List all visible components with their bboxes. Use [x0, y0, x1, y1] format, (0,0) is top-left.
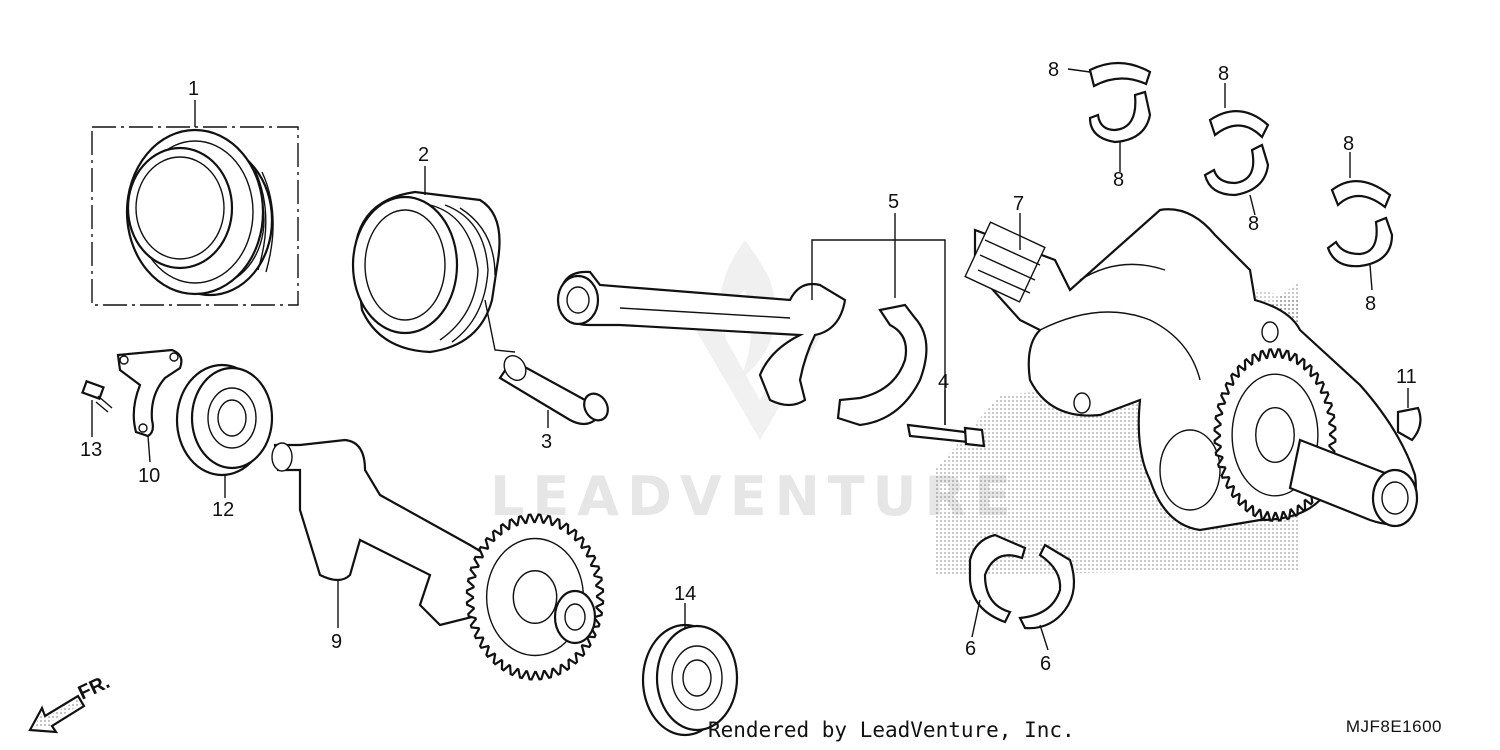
- connecting-rod-bolt[interactable]: [906, 423, 986, 448]
- callout-10: 10: [138, 465, 160, 487]
- callout-6b: 6: [1040, 653, 1051, 675]
- watermark-text: LEADVENTURE: [490, 465, 1019, 528]
- callout-8d: 8: [1248, 213, 1259, 235]
- crankshaft-spline: [964, 221, 1046, 303]
- main-bearing-pair-2[interactable]: [1203, 110, 1270, 197]
- callout-4: 4: [938, 371, 949, 393]
- bearing-set-plate[interactable]: [116, 348, 183, 438]
- main-bearing-pair-3[interactable]: [1326, 180, 1394, 268]
- callout-8f: 8: [1365, 293, 1376, 315]
- callout-numbers: 1 2 3 4 5 6 6 7 8 8 8 8 8 8 9 10 11 12 1…: [80, 59, 1417, 675]
- balancer-shaft[interactable]: [271, 438, 605, 681]
- callout-8a: 8: [1048, 59, 1059, 81]
- piston[interactable]: [351, 190, 501, 354]
- piston-ring-set[interactable]: [91, 100, 299, 306]
- callout-12: 12: [212, 499, 234, 521]
- leader-lines: [91, 68, 1409, 651]
- credit-text: Rendered by LeadVenture, Inc.: [708, 718, 1075, 742]
- callout-11: 11: [1396, 366, 1417, 388]
- callout-5: 5: [888, 191, 899, 213]
- woodruff-key[interactable]: [1396, 406, 1422, 442]
- radial-ball-bearing-14[interactable]: [641, 623, 739, 737]
- balancer-gear: [465, 513, 605, 681]
- radial-ball-bearing-12[interactable]: [175, 363, 274, 477]
- callout-7: 7: [1013, 193, 1024, 215]
- crankshaft[interactable]: [964, 208, 1419, 532]
- callout-8c: 8: [1218, 63, 1229, 85]
- callout-8e: 8: [1343, 133, 1354, 155]
- callout-13: 13: [80, 439, 102, 461]
- connecting-rod[interactable]: [556, 270, 847, 407]
- callout-2: 2: [418, 144, 429, 166]
- callout-6a: 6: [965, 638, 976, 660]
- callout-8b: 8: [1113, 169, 1124, 191]
- diagram-code: MJF8E1600: [1345, 717, 1442, 736]
- callout-9: 9: [331, 631, 342, 653]
- main-bearing-pair-1[interactable]: [1088, 61, 1152, 144]
- callout-3: 3: [541, 431, 552, 453]
- main-bearing-pair-lower[interactable]: [968, 533, 1076, 630]
- front-direction-arrow-icon: FR.: [28, 671, 113, 734]
- callout-14: 14: [674, 583, 696, 605]
- flange-bolt[interactable]: [81, 379, 113, 413]
- connecting-rod-cap[interactable]: [811, 213, 946, 427]
- piston-pin[interactable]: [484, 299, 613, 426]
- callout-1: 1: [188, 78, 199, 100]
